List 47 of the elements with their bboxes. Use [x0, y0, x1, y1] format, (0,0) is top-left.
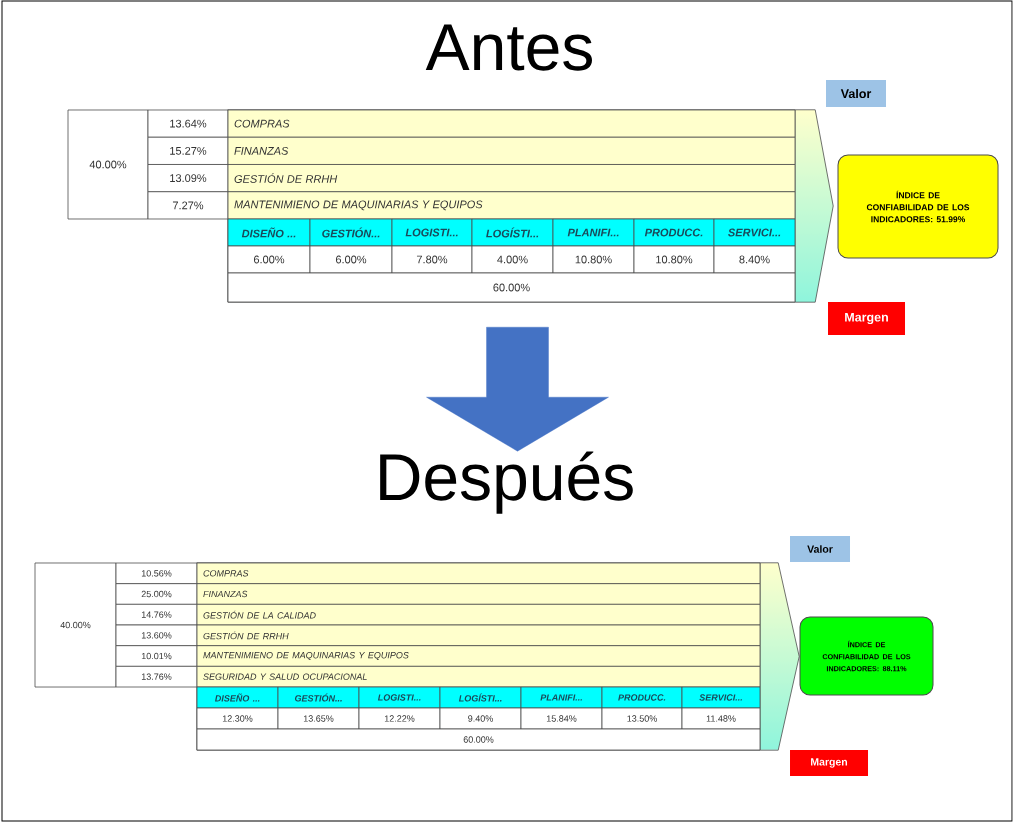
table-cell: SERVICI... — [713, 218, 796, 247]
table-cell: 4.00% — [471, 245, 554, 274]
table-cell: MANTENIMIENO DE MAQUINARIAS Y EQUIPOS — [227, 191, 796, 220]
table-cell: 13.50% — [601, 707, 683, 730]
table-cell: LOGÍSTI... — [471, 218, 554, 247]
margin-box: Margen — [828, 302, 905, 335]
heading: Antes — [425, 24, 592, 71]
table-cell: COMPRAS — [227, 109, 796, 138]
value-box: Valor — [826, 80, 886, 107]
table-cell: COMPRAS — [196, 562, 761, 585]
block-arrow — [426, 327, 609, 452]
table-cell: GESTIÓN DE RRHH — [196, 624, 761, 647]
table-cell: SERVICI... — [681, 686, 761, 709]
table-cell: 6.00% — [309, 245, 393, 274]
table-cell: FINANZAS — [196, 583, 761, 605]
table-cell: LOGISTI... — [391, 218, 473, 247]
table-cell: 13.76% — [115, 665, 198, 688]
table-cell: GESTIÓN DE RRHH — [227, 164, 796, 193]
table-cell: DISEÑO ... — [227, 218, 311, 247]
table-cell: PLANIFI... — [552, 218, 635, 247]
table-cell: 11.48% — [681, 707, 761, 730]
table-cell: 7.80% — [391, 245, 473, 274]
table-cell: SEGURIDAD Y SALUD OCUPACIONAL — [196, 665, 761, 688]
table-cell: 10.01% — [115, 645, 198, 667]
table-cell: 6.00% — [227, 245, 311, 274]
table-cell: 7.27% — [147, 191, 229, 220]
table-cell: MANTENIMIENO DE MAQUINARIAS Y EQUIPOS — [196, 645, 761, 667]
table-cell: 40.00% — [34, 562, 117, 688]
table-cell: 10.80% — [633, 245, 715, 274]
table-cell: 10.56% — [115, 562, 198, 585]
table-cell: 8.40% — [713, 245, 796, 274]
table-cell: GESTIÓN DE LA CALIDAD — [196, 603, 761, 626]
table-cell: PRODUCC. — [633, 218, 715, 247]
table-cell: 13.09% — [147, 164, 229, 193]
table-cell: 40.00% — [67, 109, 149, 220]
table-cell: 15.27% — [147, 136, 229, 165]
table-cell: FINANZAS — [227, 136, 796, 165]
table-cell: GESTIÓN... — [309, 218, 393, 247]
table-cell: PRODUCC. — [601, 686, 683, 709]
heading: Después — [380, 451, 633, 514]
table-cell: 13.60% — [115, 624, 198, 647]
table-cell: 13.64% — [147, 109, 229, 138]
table-cell: 25.00% — [115, 583, 198, 605]
index-box: ÍNDICE DE CONFIABILIDAD DE LOS INDICADORES: 51.99% — [837, 154, 999, 259]
margin-box: Margen — [790, 750, 868, 776]
value-box: Valor — [790, 536, 850, 562]
table-cell: 10.80% — [552, 245, 635, 274]
